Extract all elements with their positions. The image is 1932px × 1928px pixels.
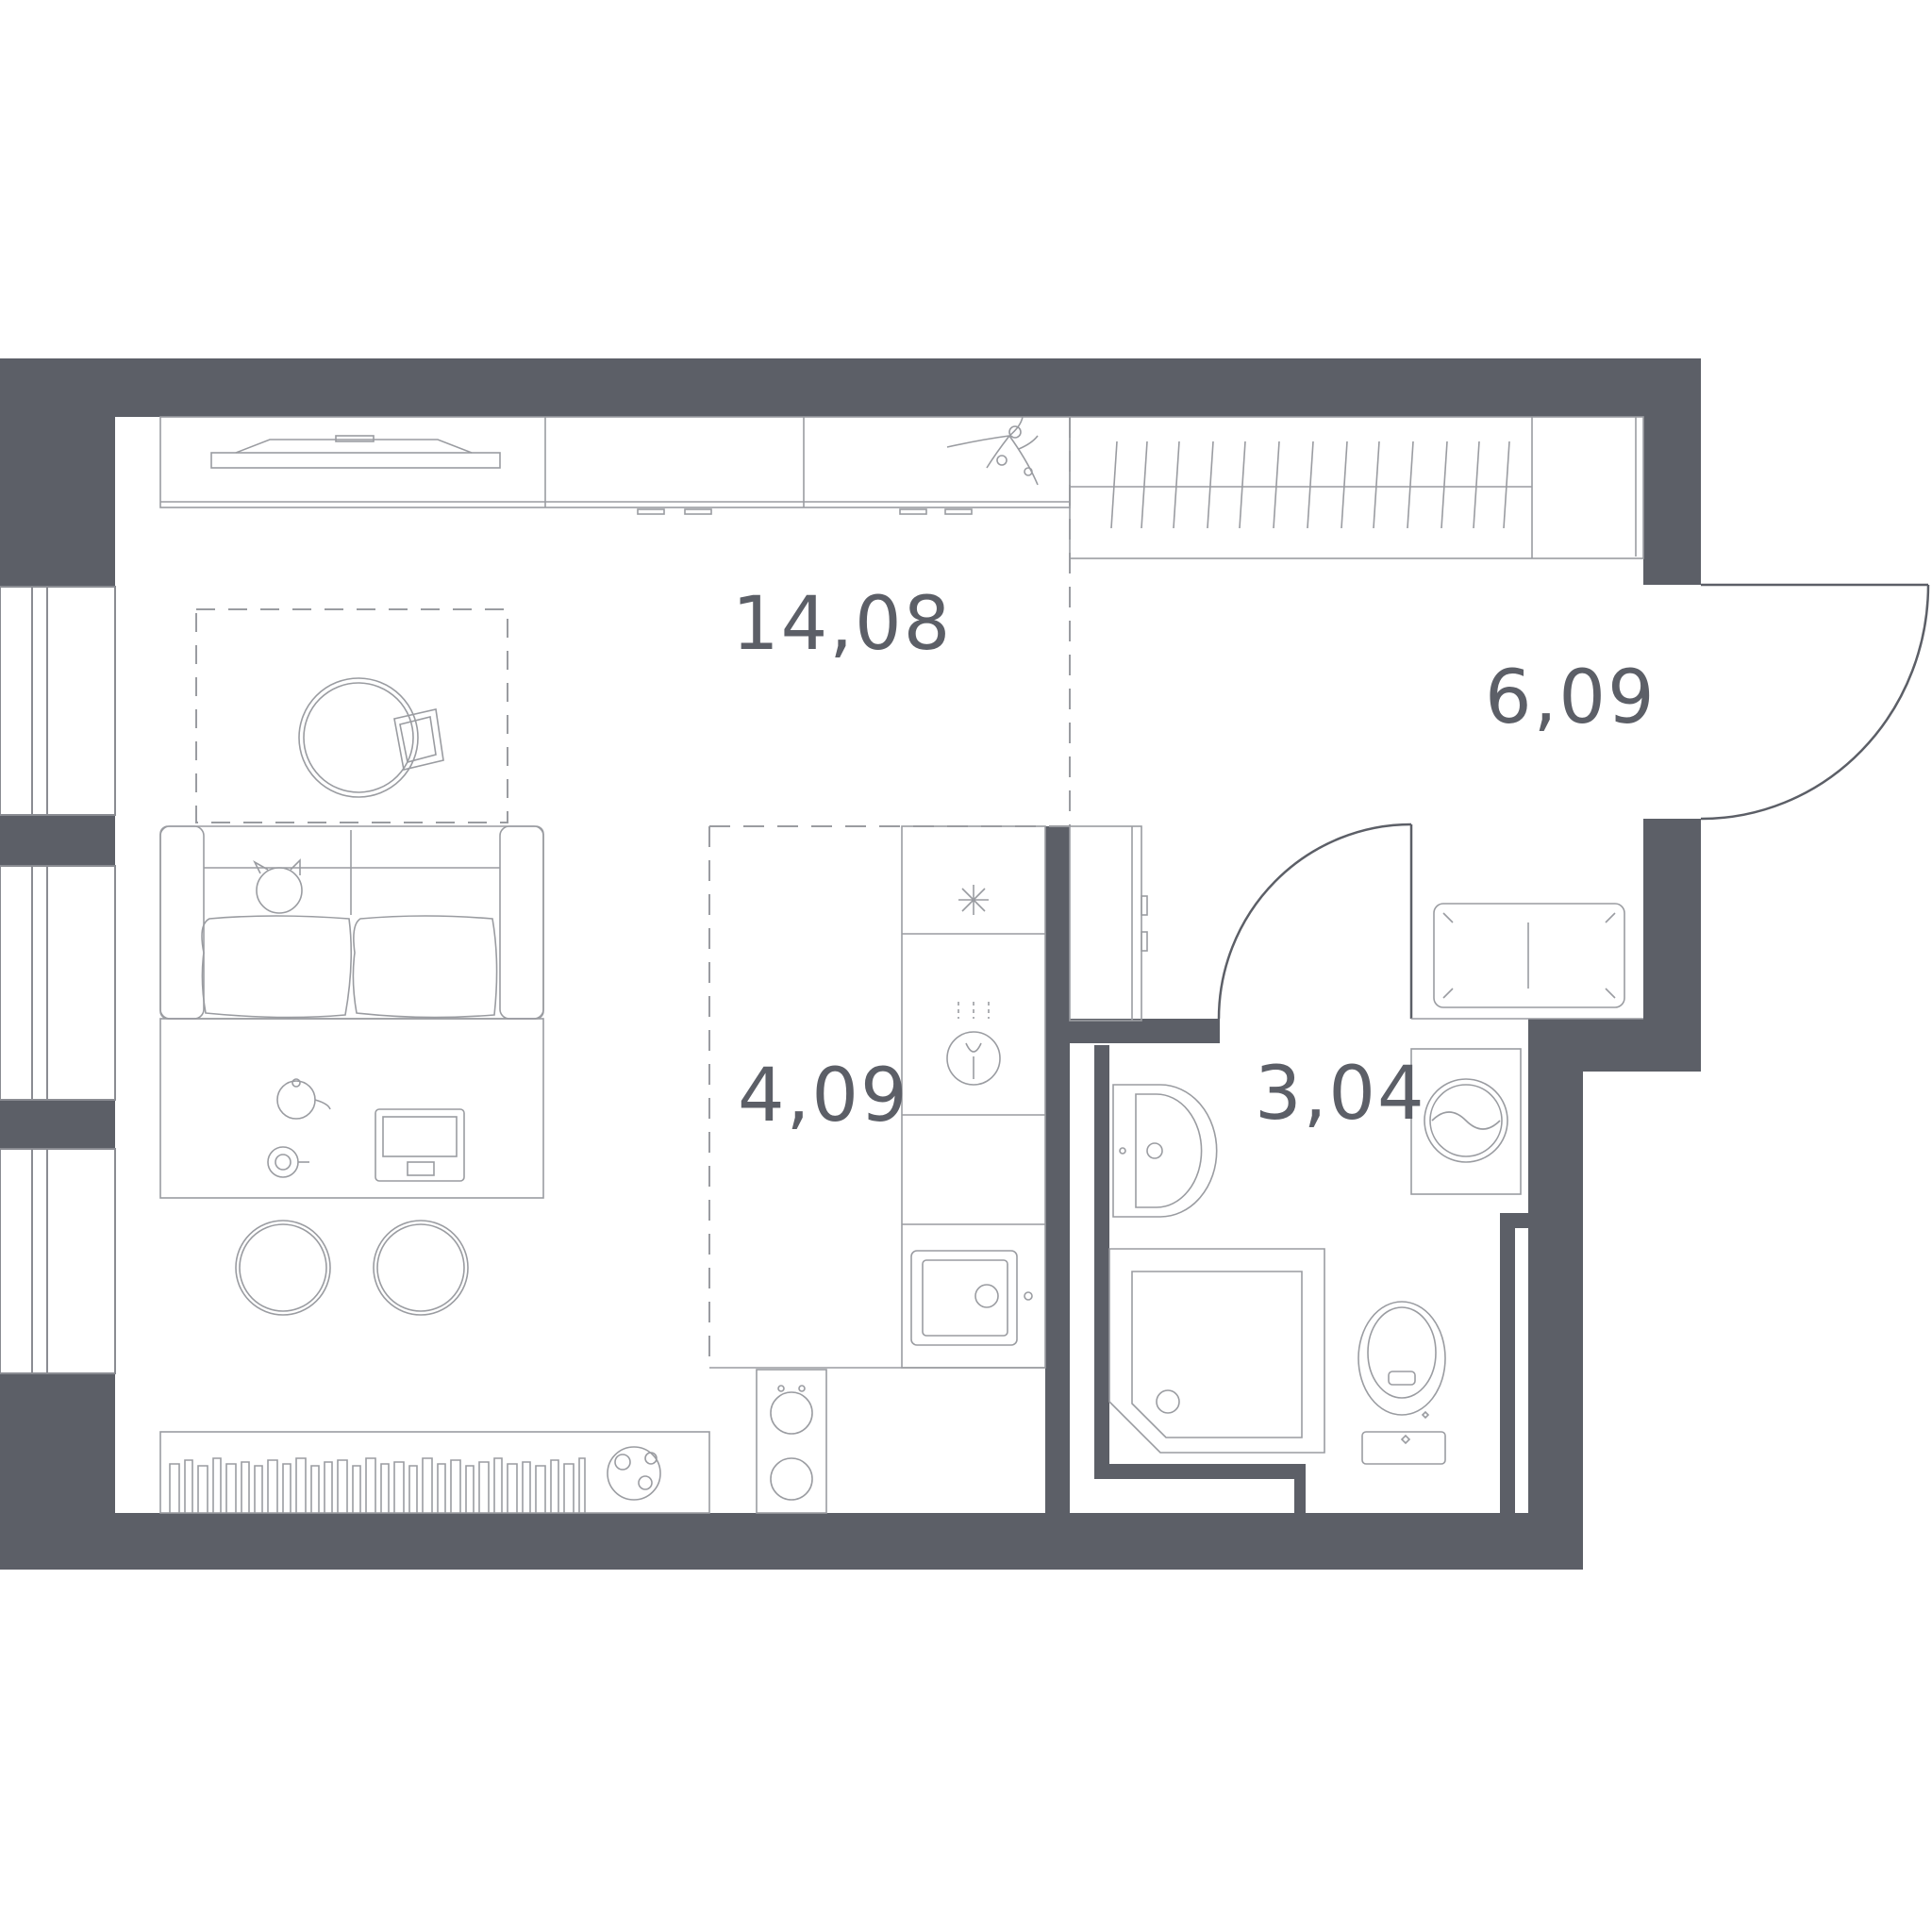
washing-machine-icon xyxy=(1410,1048,1522,1195)
dishwasher-icon xyxy=(946,1002,1001,1086)
books xyxy=(169,1457,586,1513)
walls xyxy=(0,358,1701,1570)
sofa xyxy=(159,825,544,1020)
drawer-handles xyxy=(637,508,973,515)
wardrobe xyxy=(1069,416,1644,559)
desk xyxy=(159,1018,544,1199)
toilet-icon xyxy=(1357,1301,1446,1465)
hallway-furniture xyxy=(1069,825,1643,1022)
sink-icon xyxy=(910,1250,1033,1346)
kitchen-units xyxy=(709,825,1046,1514)
teapot-icon xyxy=(276,1078,331,1120)
washbasin-icon xyxy=(1112,1084,1218,1218)
stove-icon xyxy=(756,1369,827,1514)
tv-icon xyxy=(210,435,501,469)
bathroom-fixtures xyxy=(1108,1048,1522,1465)
book-icon xyxy=(393,708,444,771)
bathroom-door xyxy=(1217,823,1413,1020)
plant-sprig-icon xyxy=(946,416,1039,486)
stools xyxy=(235,1220,469,1316)
plant-icon xyxy=(607,1446,661,1501)
bed-area xyxy=(195,608,508,823)
hangers xyxy=(1110,440,1510,529)
area-label-kitchen: 4,09 xyxy=(738,1054,909,1139)
shower-tray-icon xyxy=(1108,1248,1325,1454)
windows xyxy=(0,586,116,1374)
bench-icon xyxy=(1433,903,1625,1008)
entrance-door xyxy=(1700,583,1930,821)
tv-cabinet xyxy=(159,416,1071,515)
area-label-living: 14,08 xyxy=(732,582,952,667)
area-labels: 14,08 6,09 4,09 3,04 xyxy=(732,582,1657,1139)
snowflake-icon xyxy=(958,885,989,915)
cat-icon xyxy=(253,858,303,914)
area-label-hallway: 6,09 xyxy=(1485,656,1657,740)
bookshelf xyxy=(159,1431,710,1514)
zone-dividers xyxy=(708,417,1071,1368)
area-label-bathroom: 3,04 xyxy=(1255,1052,1426,1137)
cup-icon xyxy=(267,1146,309,1178)
laptop-icon xyxy=(375,1108,465,1182)
